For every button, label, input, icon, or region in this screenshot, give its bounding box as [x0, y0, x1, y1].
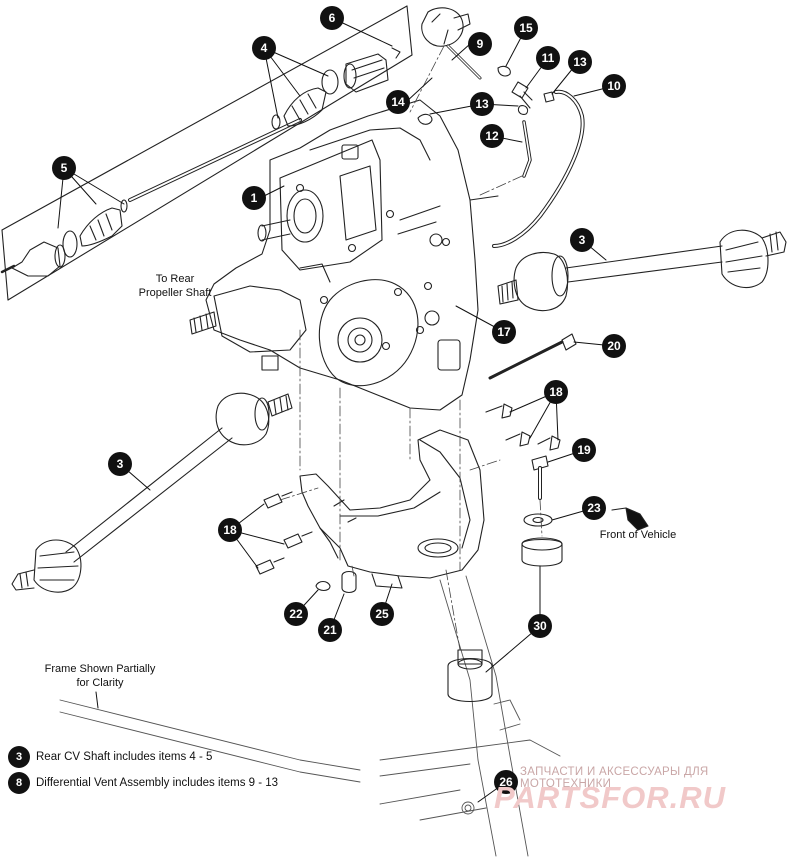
svg-text:21: 21 — [323, 623, 337, 637]
svg-text:14: 14 — [391, 95, 405, 109]
callout-1: 1 — [242, 186, 266, 210]
callout-21: 21 — [318, 618, 342, 642]
svg-text:3: 3 — [117, 457, 124, 471]
gearcase-body — [189, 99, 499, 411]
legend-badge: 8 — [8, 772, 30, 794]
callout-23: 23 — [582, 496, 606, 520]
frame-line2: for Clarity — [76, 677, 124, 689]
legend-row-cv-shaft: 3 Rear CV Shaft includes items 4 - 5 — [8, 746, 212, 768]
svg-text:19: 19 — [577, 443, 591, 457]
svg-text:30: 30 — [533, 619, 547, 633]
callout-26: 26 — [494, 770, 518, 794]
front-of-vehicle-note: Front of Vehicle — [588, 528, 688, 542]
svg-text:17: 17 — [497, 325, 511, 339]
callout-5: 5 — [52, 156, 76, 180]
callout-30: 30 — [528, 614, 552, 638]
front-of-vehicle-label: Front of Vehicle — [599, 529, 677, 541]
svg-text:13: 13 — [573, 55, 587, 69]
callout-6: 6 — [320, 6, 344, 30]
mount-bracket — [299, 429, 485, 589]
callout-14: 14 — [386, 90, 410, 114]
svg-text:25: 25 — [375, 607, 389, 621]
frame-line1: Frame Shown Partially — [44, 663, 156, 675]
callout-9: 9 — [468, 32, 492, 56]
callout-3-right: 3 — [570, 228, 594, 252]
legend-text: Differential Vent Assembly includes item… — [36, 777, 279, 789]
vent-assembly — [417, 7, 585, 248]
callouts: 1 3 3 4 5 6 9 10 11 12 13 13 14 15 17 18… — [52, 6, 626, 794]
callout-19: 19 — [572, 438, 596, 462]
callout-10: 10 — [602, 74, 626, 98]
frame-partial — [59, 575, 561, 857]
fasteners — [255, 333, 649, 703]
legend-row-vent-assembly: 8 Differential Vent Assembly includes it… — [8, 772, 278, 794]
cv-shaft-exploded-panel — [0, 5, 413, 301]
callout-20: 20 — [602, 334, 626, 358]
svg-text:9: 9 — [477, 37, 484, 51]
svg-text:13: 13 — [475, 97, 489, 111]
svg-text:23: 23 — [587, 501, 601, 515]
svg-text:12: 12 — [485, 129, 499, 143]
frame-note: Frame Shown Partially for Clarity — [30, 662, 170, 690]
callout-11: 11 — [536, 46, 560, 70]
to-rear-line2: Propeller Shaft — [138, 287, 212, 299]
to-rear-propeller-note: To Rear Propeller Shaft — [120, 272, 230, 300]
callout-4: 4 — [252, 36, 276, 60]
callout-18-right: 18 — [544, 380, 568, 404]
callout-17: 17 — [492, 320, 516, 344]
svg-text:3: 3 — [579, 233, 586, 247]
svg-text:18: 18 — [223, 523, 237, 537]
callout-3-left: 3 — [108, 452, 132, 476]
svg-text:20: 20 — [607, 339, 621, 353]
callout-13-a: 13 — [568, 50, 592, 74]
svg-text:15: 15 — [519, 21, 533, 35]
alignment-lines — [279, 45, 543, 651]
callout-15: 15 — [514, 16, 538, 40]
svg-text:1: 1 — [251, 191, 258, 205]
svg-text:6: 6 — [329, 11, 336, 25]
callout-18-left: 18 — [218, 518, 242, 542]
svg-text:18: 18 — [549, 385, 563, 399]
callout-13-b: 13 — [470, 92, 494, 116]
watermark-logo: PARTSFOR.RU — [494, 780, 727, 815]
right-cv-shaft — [497, 229, 787, 312]
legend-text: Rear CV Shaft includes items 4 - 5 — [36, 751, 213, 763]
callout-12: 12 — [480, 124, 504, 148]
watermark-tagline: ЗАПЧАСТИ И АКСЕССУАРЫ ДЛЯ МОТОТЕХНИКИ — [520, 766, 709, 790]
callout-22: 22 — [284, 602, 308, 626]
svg-text:10: 10 — [607, 79, 621, 93]
to-rear-line1: To Rear — [155, 273, 195, 285]
legend-badge: 3 — [8, 746, 30, 768]
svg-text:22: 22 — [289, 607, 303, 621]
left-cv-shaft — [11, 392, 293, 593]
svg-text:11: 11 — [542, 51, 555, 65]
callout-25: 25 — [370, 602, 394, 626]
svg-text:5: 5 — [61, 161, 68, 175]
svg-text:4: 4 — [261, 41, 268, 55]
svg-text:26: 26 — [499, 775, 513, 789]
